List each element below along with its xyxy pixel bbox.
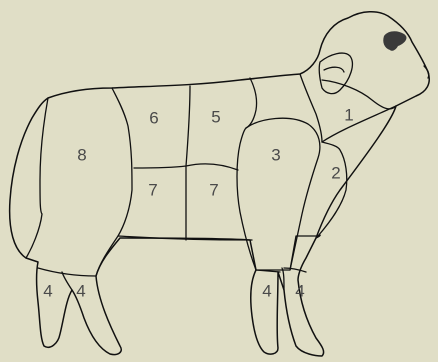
eye	[383, 31, 406, 51]
cut-vertical-divider	[186, 86, 190, 240]
cut-3-boundary	[237, 118, 320, 270]
ear-inner	[324, 67, 344, 72]
jaw-line	[322, 80, 396, 109]
cut-4-label-fore-rear: 4	[262, 282, 271, 301]
cut-8-boundary	[96, 88, 132, 276]
cut-2-label: 2	[331, 164, 340, 183]
cut-5-label: 5	[211, 108, 220, 127]
lamb-body-outline	[10, 12, 430, 356]
cut-4-label-fore-front: 4	[295, 282, 304, 301]
cut-8-label: 8	[77, 146, 86, 165]
ear	[319, 53, 352, 94]
cut-7-label-rear: 7	[148, 181, 157, 200]
cut-6-label: 6	[149, 109, 158, 128]
cut-5-boundary	[246, 78, 257, 128]
cut-1-label: 1	[344, 106, 353, 125]
hind-shank-top	[38, 268, 96, 276]
cut-4-label-hind-rear: 4	[43, 282, 52, 301]
cut-1-lower	[322, 106, 396, 142]
cut-3-label: 3	[271, 146, 280, 165]
nose	[424, 66, 429, 78]
cut-7-label-front: 7	[209, 181, 218, 200]
cut-1-boundary	[300, 74, 322, 142]
cut-4-label-hind-front: 4	[76, 282, 85, 301]
